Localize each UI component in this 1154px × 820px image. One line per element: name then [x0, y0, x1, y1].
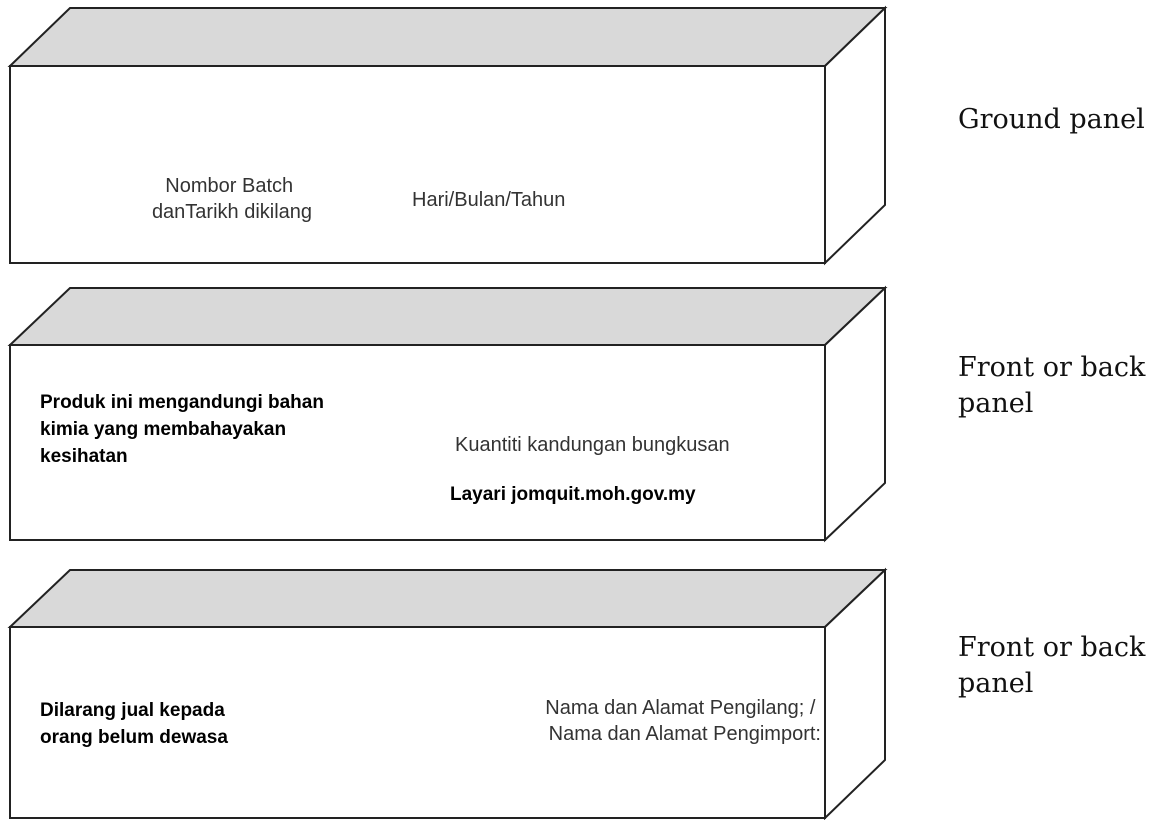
side-label-front-back-panel-2: Front or back panel — [958, 632, 1146, 699]
website-text: Layari jomquit.moh.gov.my — [450, 484, 696, 505]
box-1-front-face — [9, 65, 826, 264]
batch-date-label: Nombor Batch danTarikh dikilang — [152, 175, 312, 223]
box-3-front-face — [9, 626, 826, 819]
side-label-front-back-panel-1: Front or back panel — [958, 352, 1146, 419]
box-1-top-face — [7, 7, 888, 67]
date-format-label: Hari/Bulan/Tahun — [412, 189, 565, 211]
manufacturer-importer-label: Nama dan Alamat Pengilang; / Nama dan Al… — [545, 697, 821, 745]
box-3-top-face — [7, 569, 888, 628]
sales-restriction-text: Dilarang jual kepada orang belum dewasa — [40, 700, 230, 748]
health-warning-text: Produk ini mengandungi bahan kimia yang … — [40, 392, 329, 467]
package-quantity-label: Kuantiti kandungan bungkusan — [455, 434, 730, 456]
box-2-top-face — [7, 287, 888, 346]
box-ground-panel: Nombor Batch danTarikh dikilang Hari/Bul… — [7, 5, 888, 266]
side-label-ground-panel: Ground panel — [958, 104, 1145, 135]
box-2-front-face — [9, 344, 826, 541]
box-front-back-panel-1: Produk ini mengandungi bahan kimia yang … — [7, 285, 888, 543]
box-front-back-panel-2: Dilarang jual kepada orang belum dewasa … — [7, 567, 888, 820]
